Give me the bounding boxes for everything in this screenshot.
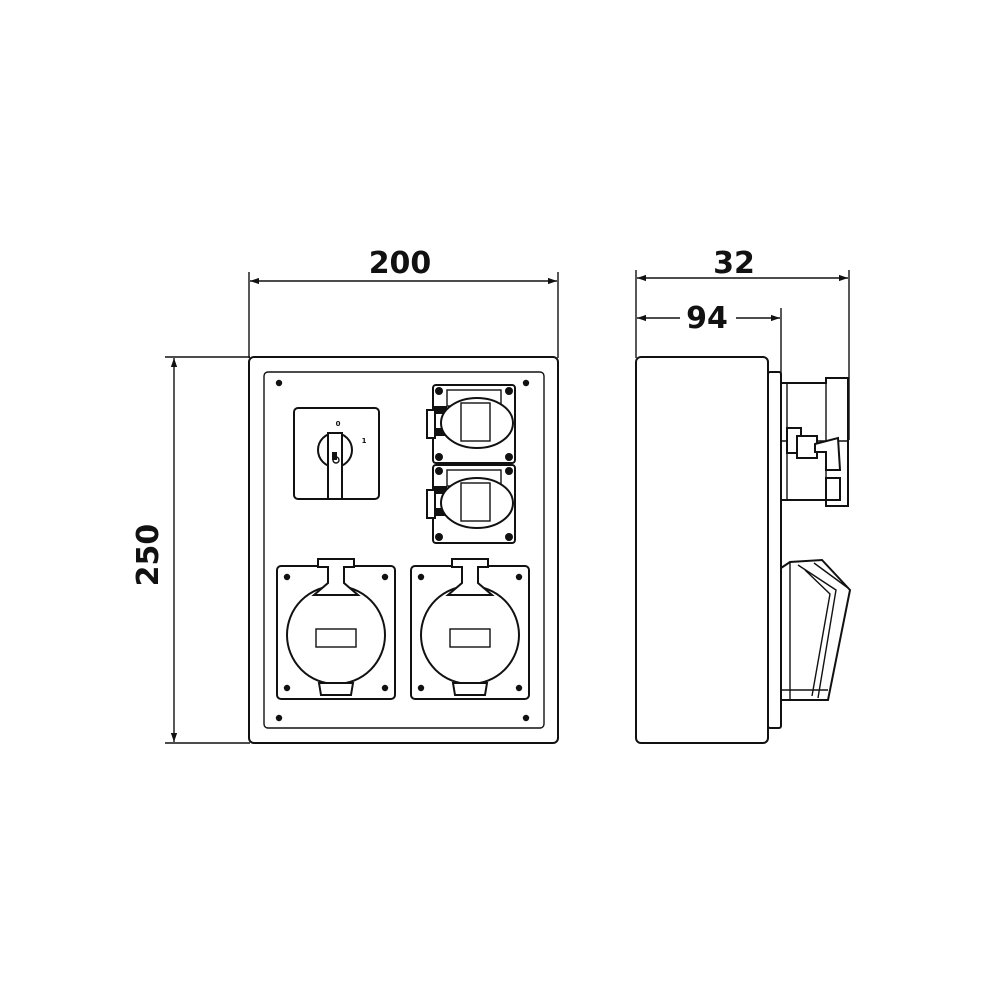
switch-position-0: 0 — [336, 420, 341, 428]
schuko-side-profile — [781, 377, 849, 507]
depth-total-dimension: 32 — [635, 246, 850, 440]
panel-screws — [275, 379, 530, 722]
cee-side-profile — [780, 558, 852, 701]
enclosure-side-outline — [635, 356, 769, 744]
depth-total-label: 32 — [713, 246, 755, 281]
depth-body-dimension: 94 — [637, 301, 782, 375]
side-view — [635, 356, 852, 744]
height-label: 250 — [131, 524, 166, 587]
cee-socket-left — [276, 558, 396, 700]
front-view: 0 1 — [248, 356, 559, 744]
height-dimension: 250 — [131, 356, 250, 744]
width-label: 200 — [369, 246, 432, 281]
depth-body-label: 94 — [686, 301, 728, 336]
schuko-socket-lower — [426, 464, 516, 544]
schuko-socket-upper — [426, 384, 516, 464]
panel-edge — [767, 371, 782, 729]
width-dimension: 200 — [248, 246, 559, 358]
enclosure-outline — [248, 356, 559, 744]
switch-position-1: 1 — [362, 437, 367, 445]
front-panel — [263, 371, 545, 729]
rotary-switch: 0 1 — [293, 407, 380, 500]
cee-socket-right — [410, 558, 530, 700]
